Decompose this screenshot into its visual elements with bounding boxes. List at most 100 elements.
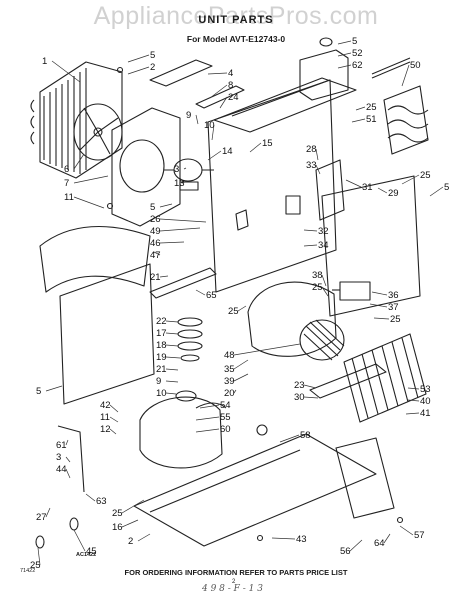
callout-leader <box>159 203 173 208</box>
callout-leader <box>195 289 206 296</box>
callout-number: 5 <box>150 202 155 213</box>
callout-leader <box>179 177 185 184</box>
callout-number: 4 <box>228 68 233 79</box>
callout-leader <box>159 241 185 244</box>
callout-leader <box>369 303 388 308</box>
condenser-fan-blade <box>73 103 123 161</box>
callout-number: 20 <box>224 388 235 399</box>
page-number: 2 <box>232 579 236 585</box>
callout-number: 31 <box>362 182 373 193</box>
callout-number: 8 <box>228 80 233 91</box>
callout-leader <box>337 52 352 57</box>
right-side-panel <box>321 175 421 317</box>
callout-number: 5 <box>150 50 155 61</box>
callout-number: 27 <box>36 512 47 523</box>
callout-number: 32 <box>318 226 329 237</box>
callout-leader <box>121 519 139 528</box>
callout-number: 22 <box>156 316 167 327</box>
callout-leader <box>195 428 220 433</box>
callout-leader <box>211 124 215 141</box>
callout-number: 38 <box>312 270 323 281</box>
callout-leader <box>303 244 318 247</box>
callout-number: 60 <box>220 424 231 435</box>
callout-number: 28 <box>306 144 317 155</box>
callout-leader <box>233 359 249 370</box>
callout-number: 13 <box>174 178 185 189</box>
callout-number: 58 <box>300 430 311 441</box>
callout-number: 5 <box>352 36 357 47</box>
callout-leader <box>377 187 388 194</box>
callout-leader <box>183 167 187 170</box>
callout-leader <box>195 416 220 421</box>
callout-number: 25 <box>312 282 323 293</box>
callout-leader <box>337 40 352 45</box>
callout-leader <box>165 368 179 371</box>
callout-leader <box>209 84 228 99</box>
callout-leader <box>351 118 366 123</box>
callout-leader <box>165 392 177 395</box>
callout-leader <box>65 439 69 446</box>
callout-number: 37 <box>388 302 399 313</box>
callout-leader <box>405 412 420 415</box>
callout-leader <box>73 196 105 209</box>
callout-leader <box>165 332 179 335</box>
callout-number: 55 <box>220 412 231 423</box>
callout-number: 3 <box>56 452 61 463</box>
callout-number: 6 <box>64 164 69 175</box>
callout-number: 51 <box>366 114 377 125</box>
callout-leader <box>233 389 237 394</box>
callout-leader <box>279 434 300 443</box>
callout-number: 34 <box>318 240 329 251</box>
callout-leader <box>109 416 119 423</box>
callout-leader <box>337 64 352 69</box>
callout-leader <box>45 385 63 392</box>
callout-leader <box>321 286 329 297</box>
callout-leader <box>159 218 207 223</box>
top-braces <box>149 59 245 109</box>
callout-number: 9 <box>156 376 161 387</box>
callout-number: 2 <box>150 62 155 73</box>
callout-number: 39 <box>224 376 235 387</box>
callout-number: 65 <box>206 290 217 301</box>
callout-leader <box>271 537 296 540</box>
callout-leader <box>199 404 220 409</box>
callout-leader <box>383 533 391 544</box>
top-cover <box>213 77 357 133</box>
model-line: For Model AVT-E12743-0 <box>186 34 286 44</box>
callout-number: 7 <box>64 178 69 189</box>
diagram-title: UNIT PARTS <box>198 14 274 26</box>
callout-number: 2 <box>128 536 133 547</box>
callout-leader <box>315 148 319 161</box>
callout-leader <box>159 227 201 232</box>
callout-leader <box>73 529 86 552</box>
callout-number: 63 <box>96 496 107 507</box>
blower-assembly <box>247 281 345 361</box>
callout-leader <box>165 380 179 383</box>
callout-number: 25 <box>366 102 377 113</box>
callout-number: 3 <box>174 164 179 175</box>
blower-motor <box>332 281 371 301</box>
base-pan <box>133 433 377 547</box>
control-bracket <box>315 159 345 221</box>
callout-number: 17 <box>156 328 167 339</box>
callout-number: 57 <box>414 530 425 541</box>
callout-number: 44 <box>56 464 67 475</box>
callout-leader <box>401 174 420 185</box>
callout-number: 14 <box>222 146 233 157</box>
callout-number: 15 <box>262 138 273 149</box>
callout-leader <box>109 404 119 413</box>
center-partition <box>207 79 337 293</box>
fan-motor <box>164 158 214 191</box>
callout-number: 19 <box>156 352 167 363</box>
thermostat-bulb <box>371 57 411 79</box>
callout-leader <box>407 387 420 390</box>
callout-leader <box>121 499 145 514</box>
condenser-coil-left <box>30 61 123 179</box>
callout-leader <box>37 547 41 566</box>
callout-leader <box>233 343 301 356</box>
callout-leader <box>303 396 319 399</box>
callout-leader <box>355 106 366 111</box>
callout-number: 11 <box>64 192 74 203</box>
